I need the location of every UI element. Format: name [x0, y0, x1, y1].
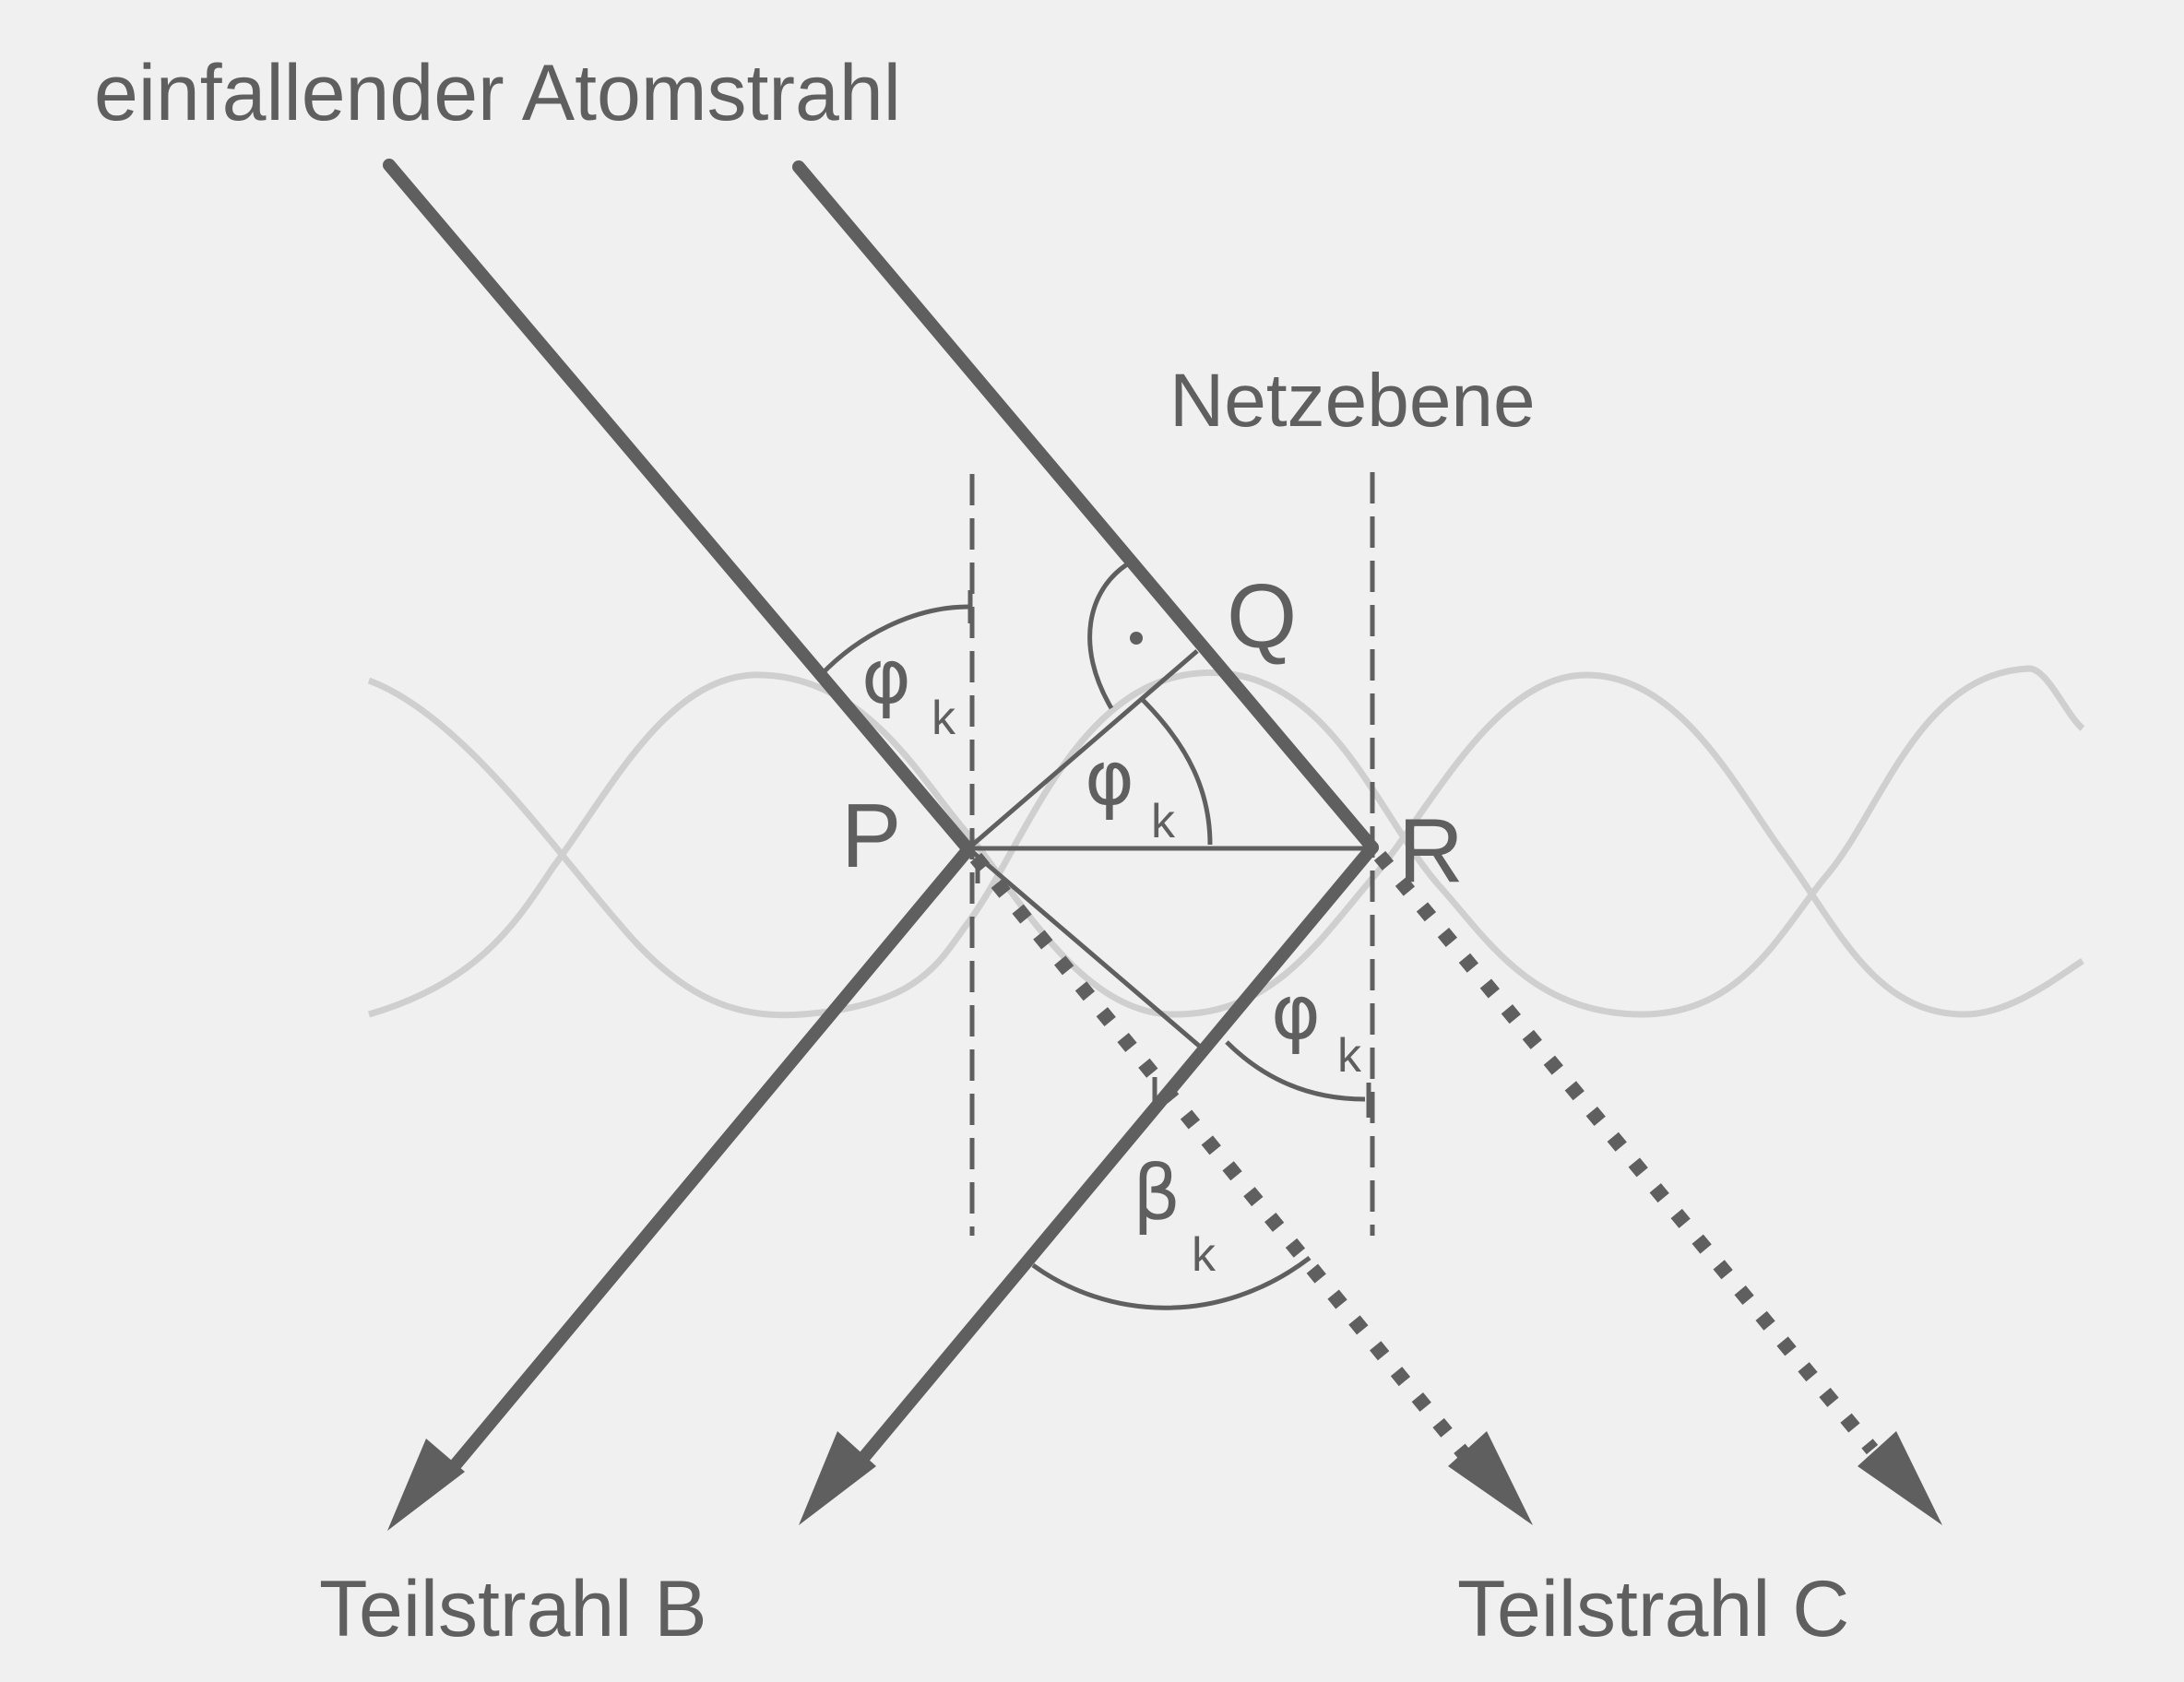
right-angle-arc-q	[1087, 562, 1129, 710]
angle-arcs	[819, 562, 1371, 1310]
angle-arc-beta	[1031, 1256, 1312, 1310]
reflected-beam-from-p	[436, 843, 975, 1487]
subbeam-c-label: Teilstrahl C	[1457, 1565, 1849, 1653]
beta-subscript: k	[1192, 1228, 1217, 1282]
lattice-wave-curves	[367, 665, 2085, 1019]
beta-symbol: β	[1133, 1150, 1181, 1238]
lattice-plane-label: Netzebene	[1169, 359, 1536, 443]
angle-arc-phi-center	[1140, 697, 1213, 846]
lattice-planes	[969, 472, 1375, 1236]
angle-arc-phi-lower-right	[1225, 1040, 1366, 1102]
point-r-label: R	[1398, 800, 1464, 901]
arrowhead-teilstrahl-b-1	[387, 1439, 465, 1531]
reflected-beams	[436, 841, 1379, 1487]
reflected-beam-from-r	[844, 841, 1379, 1480]
line-p-lower	[967, 847, 1201, 1048]
angle-arc-phi-top-left	[819, 604, 969, 677]
angle-phi-lower-right: φ k	[1271, 969, 1362, 1083]
transmitted-beam-from-r	[1373, 850, 1879, 1455]
arrowhead-teilstrahl-b-2	[799, 1431, 876, 1525]
phi-subscript-3: k	[1337, 1029, 1362, 1083]
phi-symbol-2: φ	[1085, 735, 1134, 823]
transmitted-beam-from-p	[969, 852, 1473, 1463]
transmitted-beams	[969, 850, 1879, 1463]
point-marks	[975, 858, 1157, 1103]
construction-lines	[967, 649, 1372, 1048]
angle-phi-center: φ k	[1085, 735, 1176, 848]
right-angle-dot	[1130, 632, 1143, 645]
arrowhead-teilstrahl-c-1	[1448, 1431, 1533, 1525]
subbeam-b-label: Teilstrahl B	[319, 1565, 707, 1653]
point-q-label: Q	[1227, 565, 1297, 667]
wave-curve-2	[368, 671, 2084, 1018]
point-p-label: P	[841, 785, 901, 886]
incident-beams	[383, 159, 1379, 856]
phi-symbol-1: φ	[861, 634, 911, 721]
wave-curve-1	[367, 665, 2085, 1019]
incident-beam-1	[383, 159, 975, 856]
arrowhead-teilstrahl-c-2	[1858, 1431, 1942, 1525]
incident-beam-label: einfallender Atomstrahl	[94, 49, 901, 137]
line-p-q	[967, 649, 1199, 850]
phi-subscript-1: k	[932, 692, 956, 745]
phi-subscript-2: k	[1151, 795, 1176, 848]
angle-phi-top-left: φ k	[861, 634, 956, 745]
phi-symbol-3: φ	[1271, 969, 1321, 1057]
incident-beam-2	[792, 160, 1379, 854]
angle-beta: β k	[1133, 1150, 1217, 1282]
